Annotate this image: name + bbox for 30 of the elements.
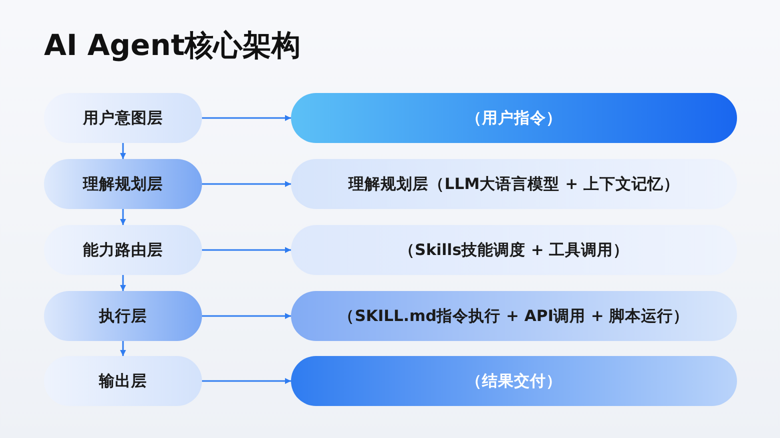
layer-label: 输出层: [99, 370, 147, 392]
description-text: （结果交付）: [466, 370, 562, 392]
layer-pill: [44, 93, 202, 143]
layer-label: 能力路由层: [83, 240, 163, 260]
layer-pill: [44, 291, 202, 341]
description-pill: [291, 291, 737, 341]
layer-pill: [44, 159, 202, 209]
arrow: [202, 378, 291, 384]
description-text: 理解规划层（LLM大语言模型 + 上下文记忆）: [348, 174, 680, 194]
description-pill: [291, 225, 737, 275]
arrow: [120, 209, 126, 225]
arrow: [120, 143, 126, 159]
layer-label: 理解规划层: [83, 174, 163, 194]
description-text: （Skills技能调度 + 工具调用）: [398, 240, 630, 260]
layer-label: 执行层: [99, 306, 147, 326]
layer-pill: [44, 225, 202, 275]
arrow: [202, 115, 291, 121]
arrow: [120, 341, 126, 356]
arrow: [202, 181, 291, 187]
layer-label: 用户意图层: [83, 108, 163, 128]
description-pill: [291, 159, 737, 209]
title: AI Agent核心架构: [44, 27, 301, 64]
arrow: [202, 247, 291, 253]
layer-pill: [44, 356, 202, 406]
description-pill: [291, 93, 737, 143]
arrow: [202, 313, 291, 319]
description-text: （SKILL.md指令执行 + API调用 + 脚本运行）: [338, 306, 690, 326]
description-pill: [291, 356, 737, 406]
description-text: （用户指令）: [466, 108, 562, 128]
arrow: [120, 275, 126, 291]
